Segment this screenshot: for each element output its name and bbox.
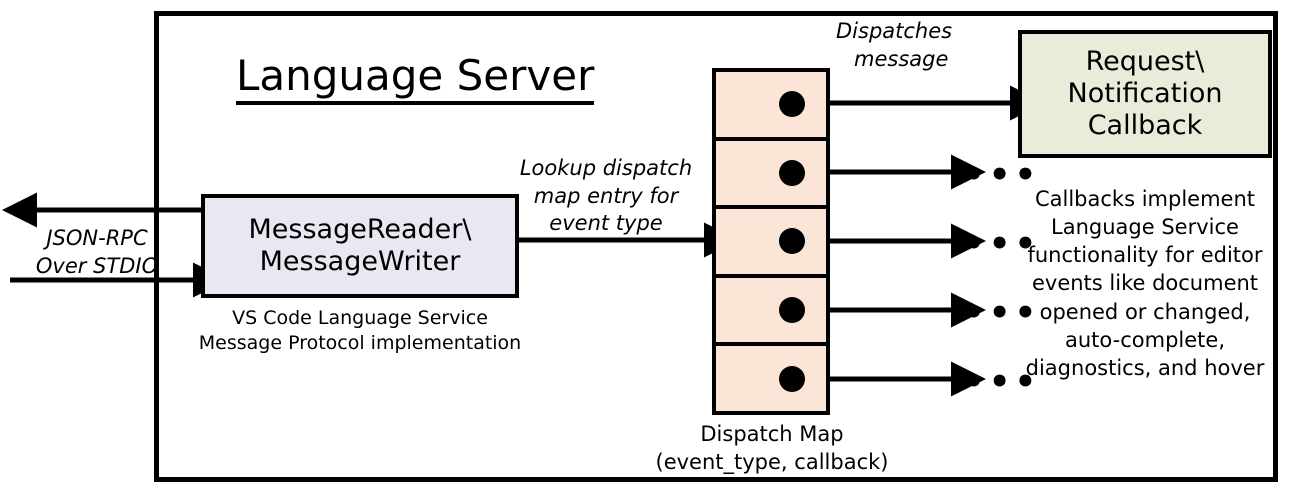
dispatch-map-row[interactable] — [716, 278, 826, 347]
json-rpc-label-line1: JSON-RPC — [46, 226, 148, 250]
dispatch-map-entry-dot — [779, 228, 805, 255]
dispatch-map-entry-dot — [779, 365, 805, 392]
page-title: Language Server — [236, 51, 595, 105]
callback-box-text: Request\ Notification Callback — [1068, 46, 1223, 142]
page-title-text: Language Server — [236, 51, 595, 105]
dispatches-message-edge-label: Dispatches message — [836, 18, 986, 73]
lookup-label-line2: map entry for — [533, 183, 679, 208]
dispatch-map-table[interactable] — [712, 68, 830, 415]
ellipsis-row-5: ••• — [963, 362, 1041, 402]
dispatch-map-row[interactable] — [716, 346, 826, 411]
callback-desc-line5: opened or changed, — [1039, 299, 1251, 324]
dispatch-map-caption-line1: Dispatch Map — [700, 422, 844, 446]
dispatch-map-entry-dot — [779, 91, 805, 118]
dispatch-map-entry-dot — [779, 159, 805, 186]
callback-desc-line2: Language Service — [1051, 215, 1239, 240]
language-server-boundary — [154, 11, 1278, 482]
request-notification-callback-box[interactable]: Request\ Notification Callback — [1018, 30, 1272, 158]
message-reader-writer-box-text: MessageReader\ MessageWriter — [249, 214, 472, 278]
json-rpc-edge-label: JSON-RPC Over STDIO — [22, 225, 172, 280]
dispatch-map-caption: Dispatch Map (event_type, callback) — [636, 421, 908, 477]
callback-desc-line6: auto-complete, — [1065, 327, 1225, 352]
dispatch-map-entry-dot — [779, 297, 805, 324]
dispatch-map-row[interactable] — [716, 72, 826, 141]
dispatches-label-line1: Dispatches — [836, 19, 953, 43]
message-reader-writer-box[interactable]: MessageReader\ MessageWriter — [201, 194, 519, 298]
lookup-label-line3: event type — [549, 211, 663, 236]
dispatch-map-row[interactable] — [716, 209, 826, 278]
ellipsis-row-3: ••• — [963, 224, 1041, 264]
dispatch-map-row[interactable] — [716, 141, 826, 210]
ellipsis-row-2: ••• — [963, 155, 1041, 195]
message-io-line1: MessageReader\ — [248, 214, 472, 246]
message-io-caption-line2: Message Protocol implementation — [198, 332, 522, 355]
callback-line1: Request\ — [1085, 46, 1205, 78]
message-io-caption-line1: VS Code Language Service — [232, 307, 488, 329]
lookup-dispatch-edge-label: Lookup dispatch map entry for event type — [511, 155, 701, 238]
callback-desc-line4: events like document — [1031, 271, 1259, 296]
callback-line3: Callback — [1087, 109, 1203, 141]
callback-description: Callbacks implement Language Service fun… — [1006, 185, 1284, 382]
json-rpc-label-line2: Over STDIO — [35, 253, 159, 278]
message-io-line2: MessageWriter — [259, 246, 461, 277]
callback-desc-line7: diagnostics, and hover — [1025, 355, 1265, 380]
callback-desc-line1: Callbacks implement — [1034, 187, 1256, 211]
dispatch-map-caption-line2: (event_type, callback) — [655, 449, 889, 474]
dispatches-label-line2: message — [854, 46, 949, 71]
callback-desc-line3: functionality for editor — [1027, 243, 1263, 268]
lookup-label-line1: Lookup dispatch — [519, 156, 693, 180]
ellipsis-row-4: ••• — [963, 293, 1041, 333]
message-reader-writer-caption: VS Code Language Service Message Protoco… — [186, 306, 534, 357]
callback-line2: Notification — [1067, 78, 1223, 110]
